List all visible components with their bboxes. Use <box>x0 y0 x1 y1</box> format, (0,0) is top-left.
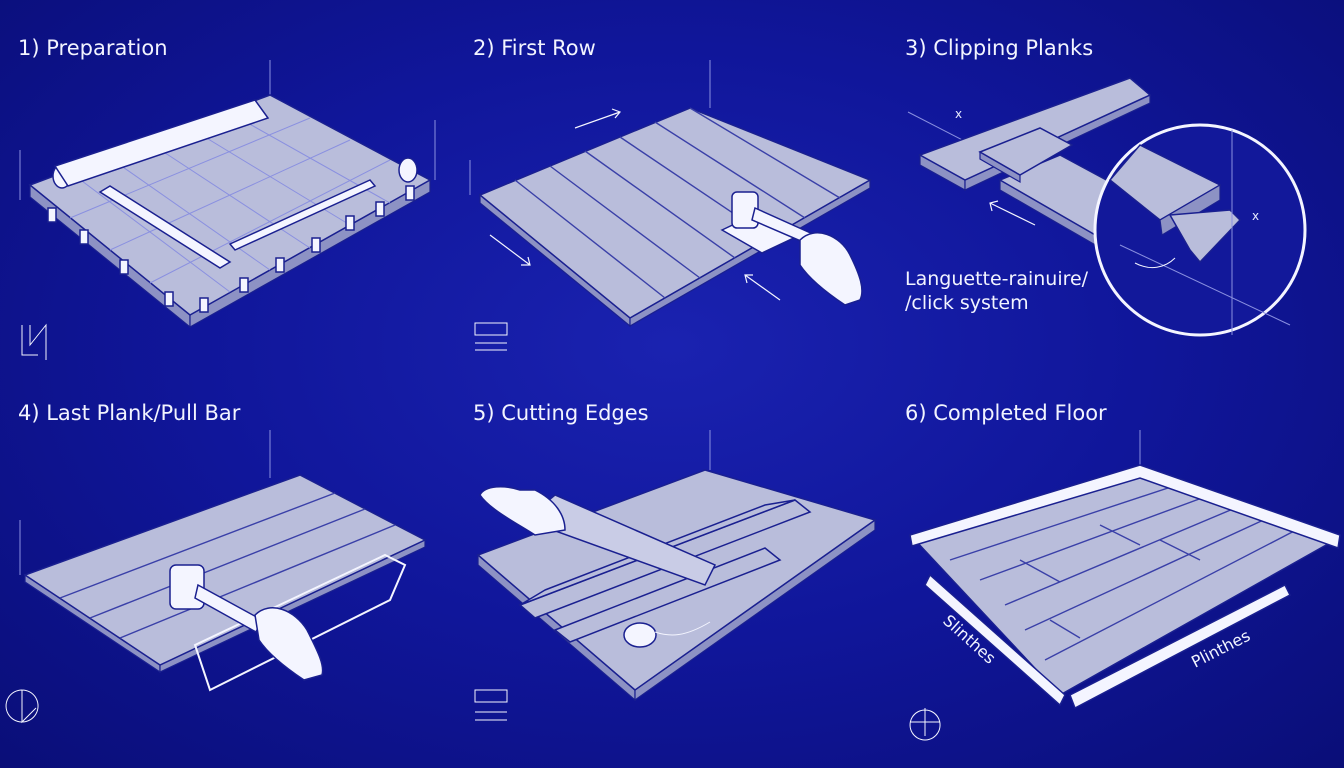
step-title: 2) First Row <box>473 36 596 60</box>
blueprint-symbol-icon <box>5 689 39 724</box>
panel-preparation: 1) Preparation <box>18 36 436 360</box>
panel-completed-floor: 6) Completed Floor Slinthes Plinthes <box>905 401 1341 741</box>
grid-lines <box>69 112 391 293</box>
plank-upper <box>918 77 1152 181</box>
first-row-planks <box>478 107 872 319</box>
arrow-icon <box>574 108 622 129</box>
step-title: 3) Clipping Planks <box>905 36 1093 60</box>
ruler-icon <box>98 185 232 269</box>
tape-measure-icon <box>623 622 657 648</box>
baseboard-left <box>924 573 1066 707</box>
blueprint-symbol-icon <box>474 322 508 351</box>
arrow-icon <box>989 200 1036 226</box>
tongue-joint <box>1168 209 1242 264</box>
step-title: 1) Preparation <box>18 36 168 60</box>
hand-icon <box>799 232 863 306</box>
panel-cutting-edges: 5) Cutting Edges <box>473 401 877 721</box>
hand-icon <box>479 485 566 536</box>
tapping-block <box>978 127 1074 176</box>
step-title: 4) Last Plank/Pull Bar <box>18 401 241 425</box>
panel-last-plank: 4) Last Plank/Pull Bar <box>5 401 427 724</box>
click-system-label: /click system <box>905 292 1029 314</box>
panel-first-row: 2) First Row <box>469 36 872 351</box>
blueprint-symbol-icon <box>909 708 941 741</box>
click-system-label: Languette-rainuire/ <box>905 268 1089 290</box>
hand-icon <box>254 607 324 681</box>
floor-planks <box>23 474 427 666</box>
pull-bar-icon[interactable] <box>193 553 407 692</box>
blueprint-symbol-icon <box>21 323 47 360</box>
blueprint-symbol-icon <box>474 689 508 721</box>
panel-clipping-planks: 3) Clipping Planks x x Languette-rainuir… <box>905 36 1307 337</box>
baseboard-back <box>909 464 1341 550</box>
dimension-mark: x <box>1252 209 1259 223</box>
dimension-mark: x <box>955 107 962 121</box>
baseboard-right <box>1069 583 1291 710</box>
spacer-icons <box>47 185 415 313</box>
step-title: 6) Completed Floor <box>905 401 1107 425</box>
step-title: 5) Cutting Edges <box>473 401 649 425</box>
completed-floor-planks <box>913 469 1337 696</box>
